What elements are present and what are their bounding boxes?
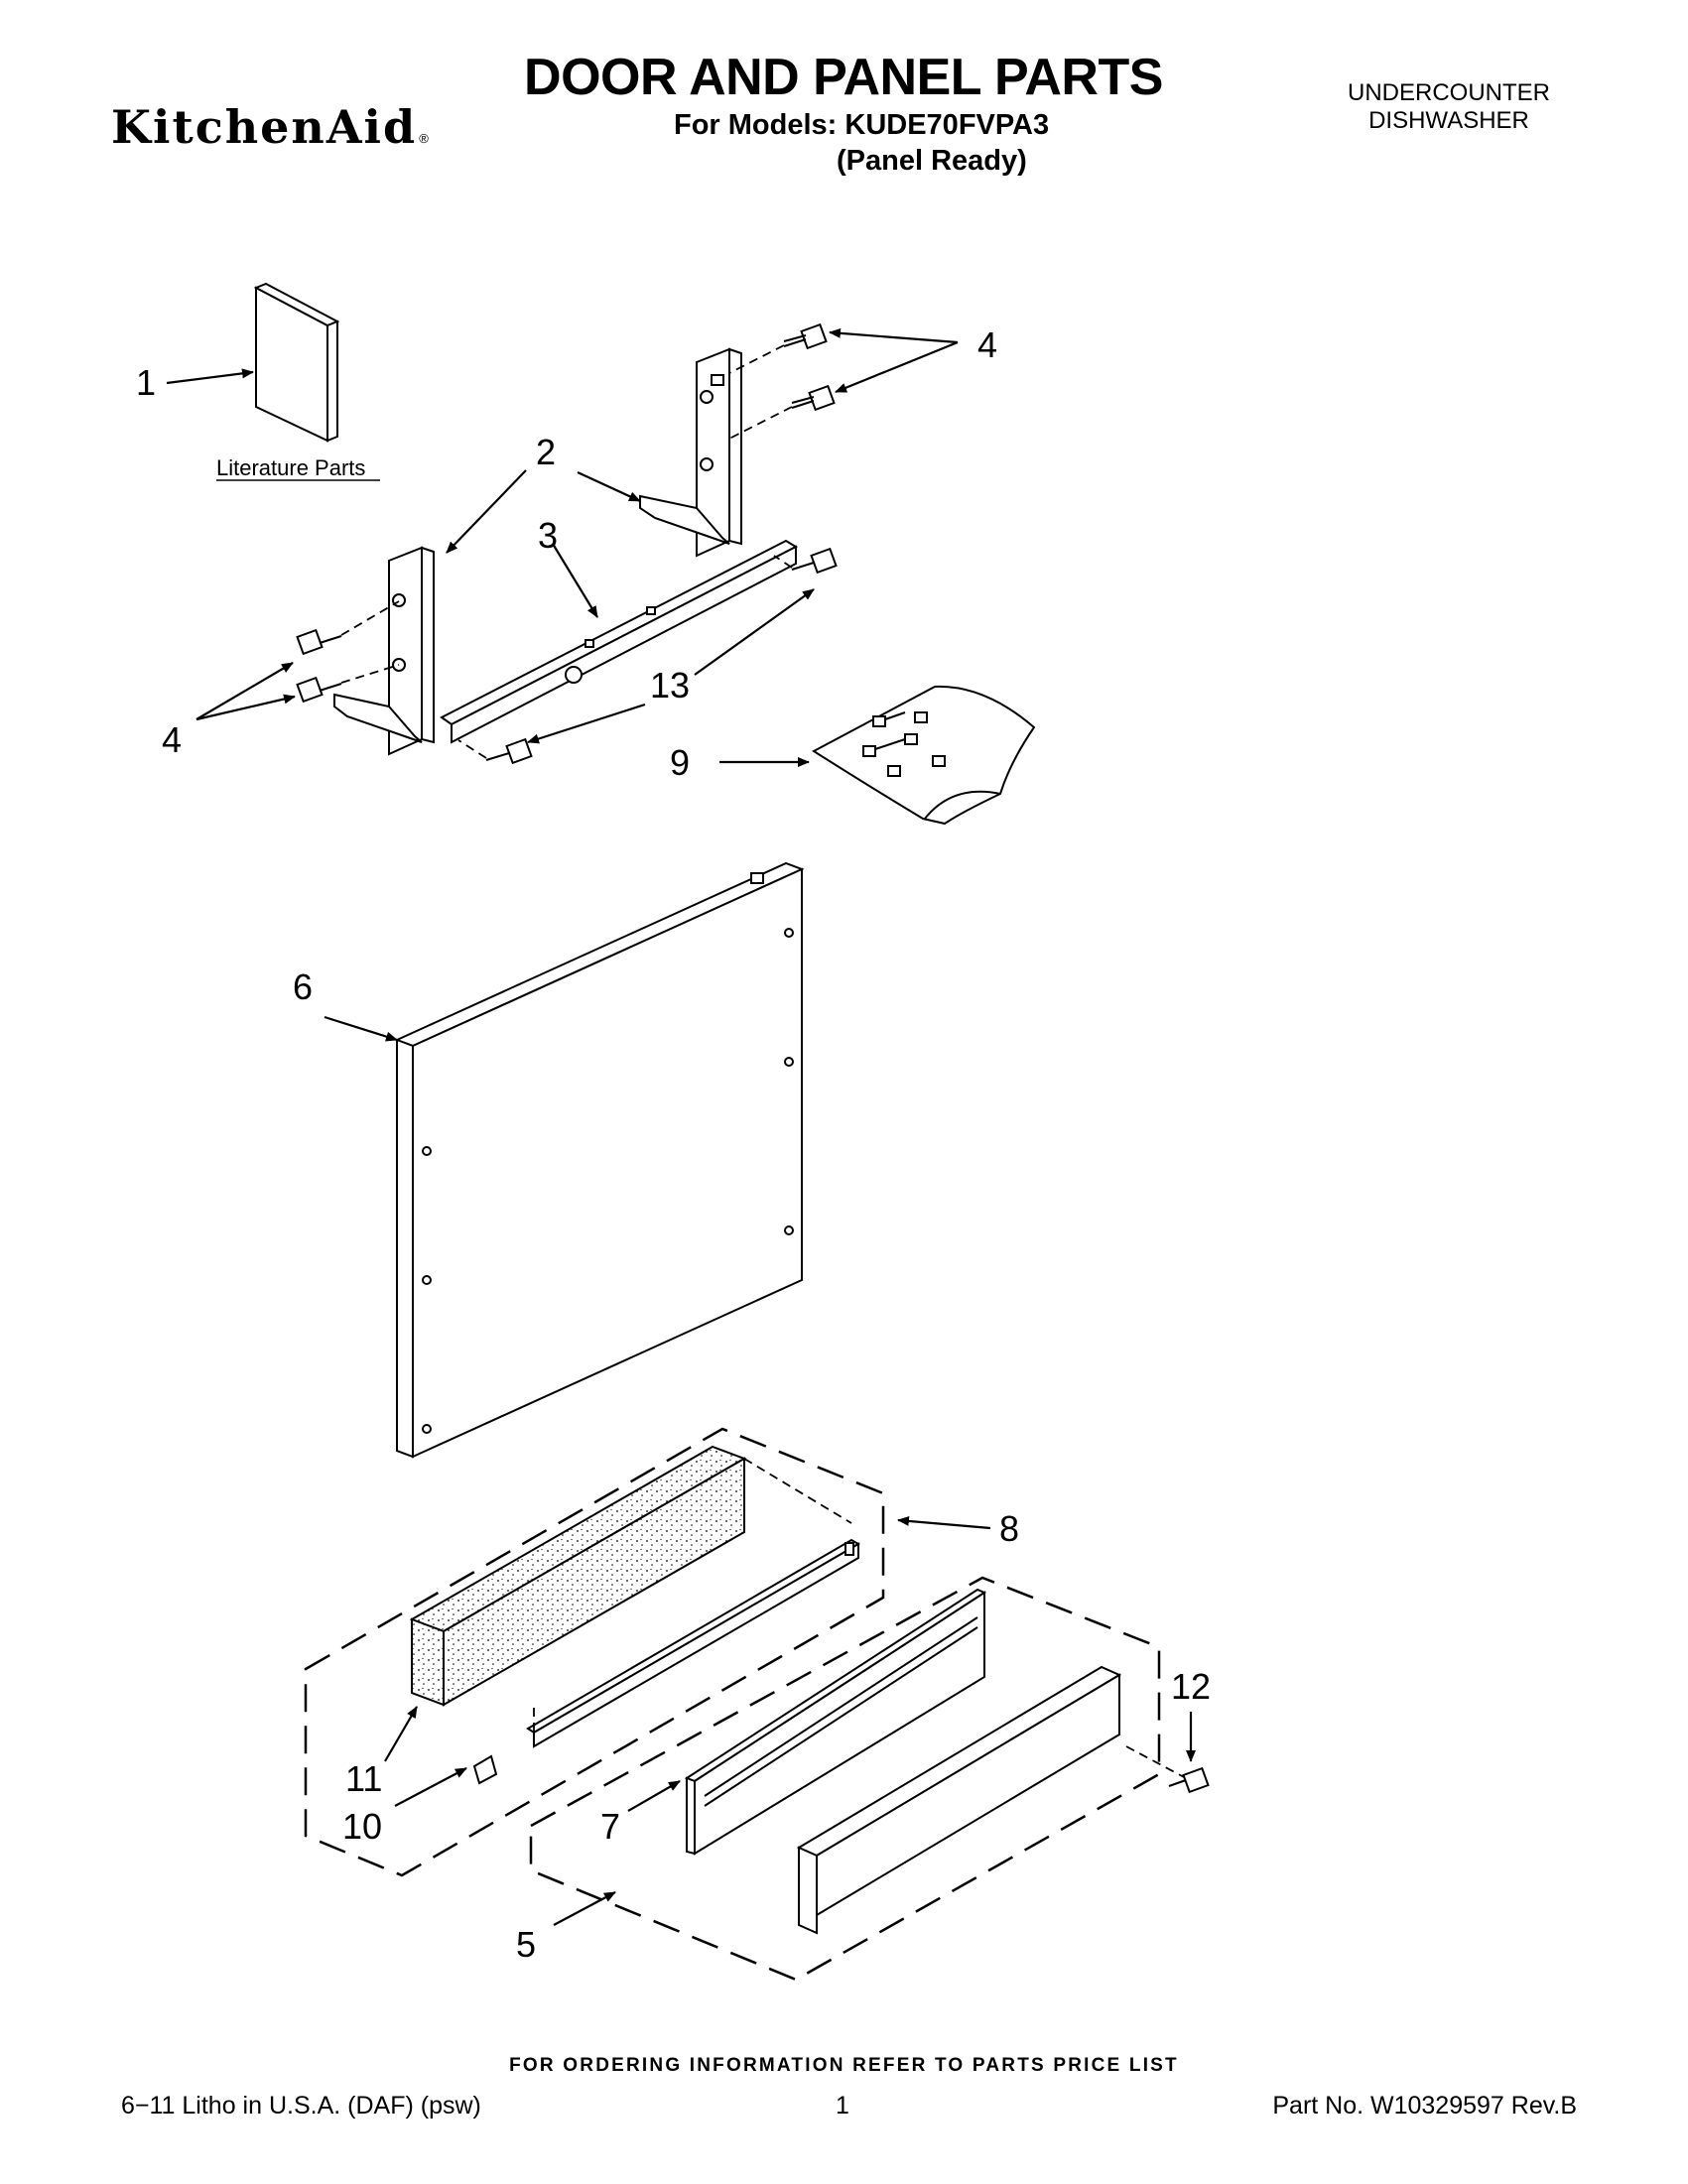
hardware-bag: [812, 685, 1036, 826]
page-title: DOOR AND PANEL PARTS: [524, 49, 1163, 106]
callout-5: 5: [516, 1924, 536, 1965]
leader-11: [384, 1706, 418, 1762]
leader-4d: [195, 694, 296, 721]
callout-1: 1: [136, 362, 156, 403]
literature-parts-label: Literature Parts: [216, 455, 365, 480]
callout-12: 12: [1171, 1666, 1211, 1707]
callout-8: 8: [999, 1508, 1019, 1549]
screw-icon: [485, 737, 533, 765]
callout-6: 6: [293, 966, 313, 1007]
brand-name: KitchenAid: [111, 100, 418, 154]
toe-kick-assembly-outline: [304, 1427, 885, 1877]
door-panel: [394, 861, 805, 1459]
page-number: 1: [836, 2092, 849, 2120]
left-door-bracket: [333, 546, 435, 756]
insulation-foam-block: [409, 1445, 747, 1707]
screw-icon: [791, 547, 838, 575]
leader-5: [553, 1891, 616, 1926]
brand-logo: KitchenAid®: [111, 104, 431, 150]
screw-part-12: [1168, 1766, 1210, 1794]
litho-info: 6−11 Litho in U.S.A. (DAF) (psw): [121, 2092, 481, 2120]
right-door-bracket: [639, 347, 742, 558]
toe-panel: [684, 1588, 987, 1856]
callout-10: 10: [342, 1806, 382, 1847]
callout-4-bottom: 4: [162, 719, 182, 760]
callout-13: 13: [650, 665, 690, 706]
leader-7: [627, 1780, 681, 1812]
product-type-line-1: UNDERCOUNTER: [1348, 79, 1550, 106]
callout-7: 7: [600, 1806, 620, 1847]
leader-6: [324, 1015, 398, 1042]
product-type-line-2: DISHWASHER: [1368, 107, 1529, 134]
callout-9: 9: [670, 742, 690, 783]
model-variant: (Panel Ready): [837, 145, 1027, 177]
models-line: For Models: KUDE70FVPA3: [674, 109, 1050, 141]
panel-bracket-rail: [440, 539, 799, 744]
leader-4a: [829, 327, 959, 344]
product-type: UNDERCOUNTER DISHWASHER: [1320, 79, 1578, 135]
literature-booklet: [253, 282, 340, 443]
leader-8: [897, 1515, 991, 1530]
leader-2a: [577, 471, 641, 502]
screws-part-13: [485, 547, 838, 765]
access-panel: [796, 1665, 1122, 1935]
callout-4-top: 4: [977, 324, 997, 365]
leader-13b: [527, 703, 646, 744]
leader-4c: [195, 662, 294, 720]
screw-icon: [296, 676, 342, 704]
leader-13a: [694, 588, 815, 676]
ordering-note: FOR ORDERING INFORMATION REFER TO PARTS …: [509, 2055, 1179, 2076]
callout-3: 3: [538, 515, 558, 556]
registered-mark: ®: [419, 131, 431, 146]
screw-icon: [791, 384, 836, 412]
leader-4b: [835, 340, 959, 394]
callout-2: 2: [536, 432, 556, 472]
screw-icon: [296, 628, 342, 656]
toe-panel-assembly-outline: [529, 1576, 1161, 1982]
screws-part-4: [296, 322, 836, 704]
part-number: Part No. W10329597 Rev.B: [1272, 2092, 1577, 2120]
screw-icon: [783, 322, 828, 350]
leader-3: [552, 543, 598, 618]
leader-1: [166, 368, 254, 385]
retainer-clip: [472, 1754, 498, 1785]
callout-11: 11: [345, 1758, 382, 1799]
leader-10: [394, 1767, 467, 1807]
screw-icon: [1168, 1766, 1210, 1794]
leader-2b: [446, 469, 527, 554]
